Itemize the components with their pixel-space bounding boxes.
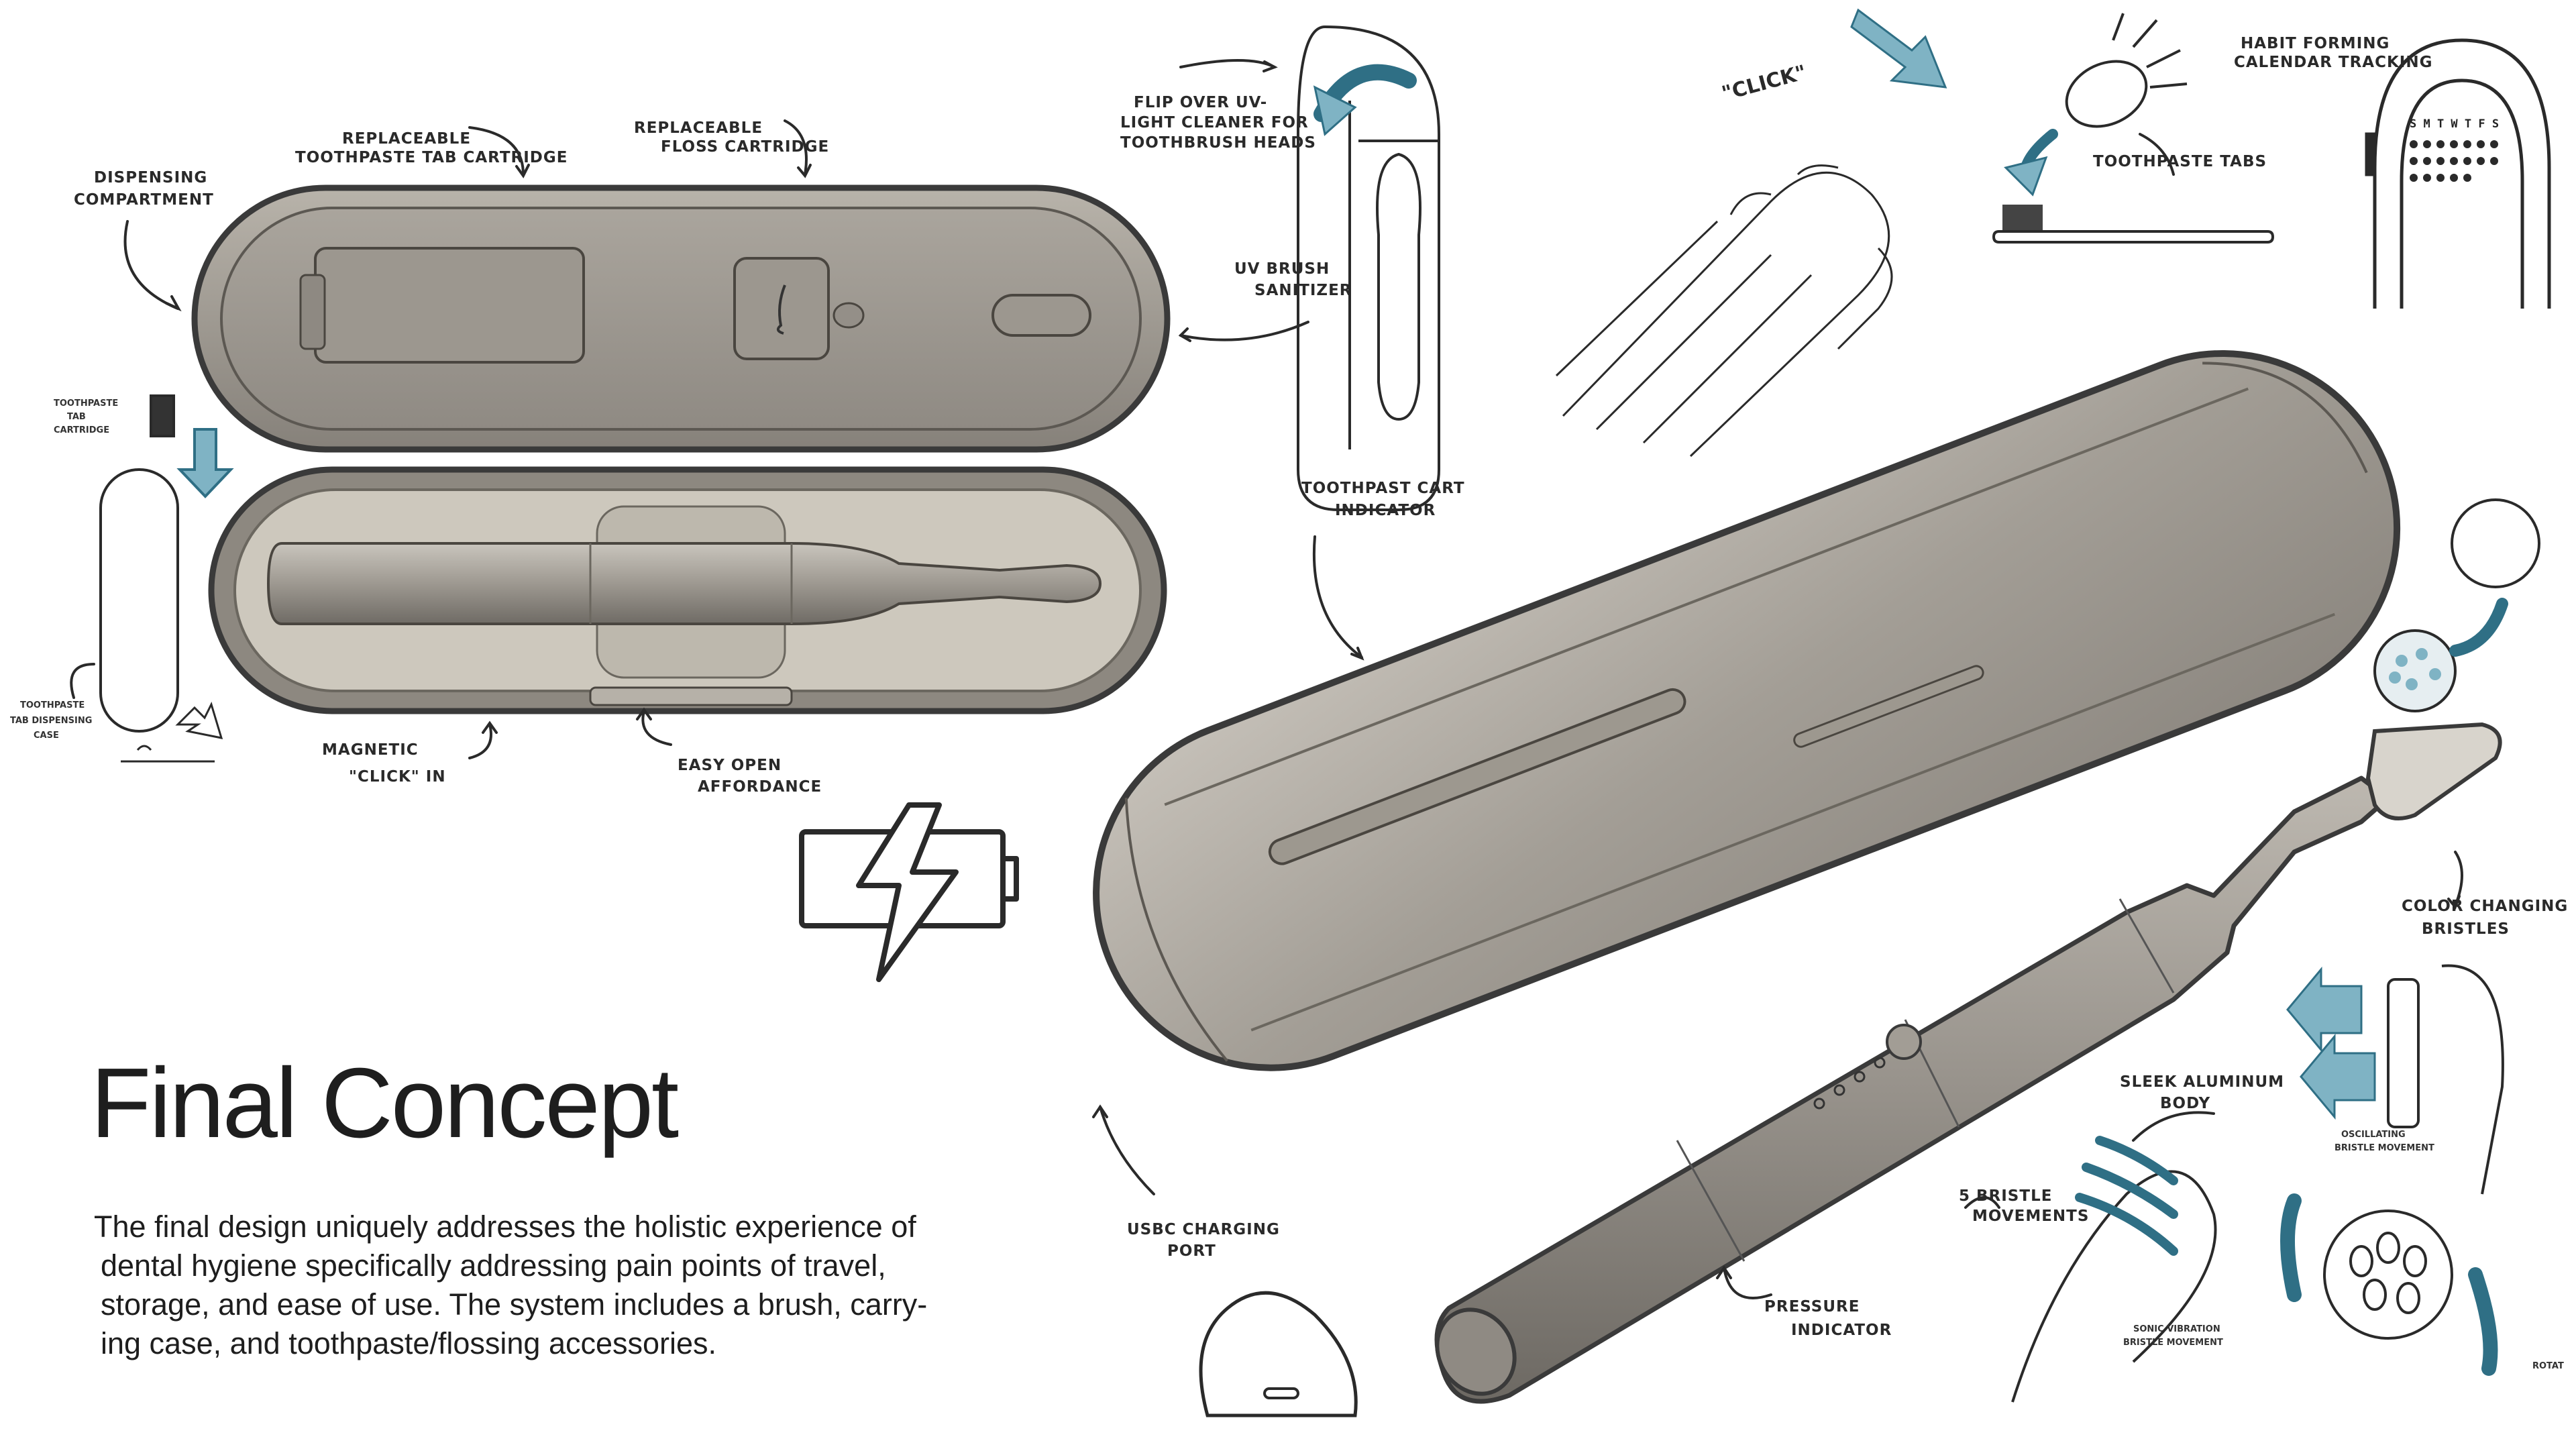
label-cart-indicator-2: INDICATOR [1335, 502, 1436, 519]
annotations: DISPENSING COMPARTMENT REPLACEABLE TOOTH… [10, 35, 2568, 1371]
label-flip-3: TOOTHBRUSH HEADS [1120, 134, 1316, 152]
calendar-tracking-sketch [2365, 38, 2551, 309]
bristle-inset-top [2373, 498, 2540, 712]
label-sonic-2: BRISTLE MOVEMENT [2123, 1338, 2223, 1348]
label-color-1: COLOR CHANGING [2402, 898, 2568, 915]
battery-charging-icon [799, 802, 1019, 982]
uv-sanitizer-sketch [1297, 25, 1440, 511]
label-tab-cartridge-3: CARTRIDGE [54, 425, 109, 435]
label-dispensing: DISPENSING [94, 169, 207, 186]
toothpaste-tabs-sketch [1992, 13, 2275, 244]
click-hand-sketch [1555, 8, 1947, 458]
label-usbc-1: USBC CHARGING [1127, 1221, 1280, 1238]
label-replaceable-tab: REPLACEABLE [342, 130, 471, 148]
label-uv-2: SANITIZER [1254, 282, 1352, 299]
label-habit-1: HABIT FORMING [2241, 35, 2390, 52]
label-tab-cartridge: TOOTHPASTE TAB CARTRIDGE [295, 149, 568, 166]
label-easy-1: EASY OPEN [678, 757, 782, 774]
description-line: The final design uniquely addresses the … [94, 1210, 916, 1244]
label-uv-1: UV BRUSH [1234, 260, 1330, 278]
label-flip-2: LIGHT CLEANER FOR [1120, 114, 1309, 131]
label-floss-cartridge: FLOSS CARTRIDGE [661, 138, 829, 156]
concept-description: The final design uniquely addresses the … [94, 1208, 1087, 1363]
label-dispense-case-2: TAB DISPENSING [10, 716, 92, 726]
label-toothpaste-tabs: TOOTHPASTE TABS [2093, 153, 2267, 170]
description-line: ing case, and toothpaste/flossing access… [101, 1326, 717, 1360]
case-lid-view [191, 184, 1171, 453]
label-sleek-1: SLEEK ALUMINUM [2120, 1073, 2284, 1091]
label-sleek-2: BODY [2160, 1095, 2210, 1112]
label-oscillating-2: BRISTLE MOVEMENT [2334, 1143, 2434, 1153]
sonic-bristles-inset [2011, 1136, 2217, 1403]
page-title: Final Concept [91, 1048, 679, 1159]
label-magnetic-2: "CLICK" IN [349, 768, 446, 786]
label-pressure-2: INDICATOR [1791, 1322, 1892, 1339]
label-click-quote: "CLICK" [1719, 61, 1809, 106]
label-five-2: MOVEMENTS [1972, 1208, 2089, 1225]
label-rotat: ROTAT [2532, 1361, 2564, 1371]
label-habit-2: CALENDAR TRACKING [2234, 54, 2433, 71]
label-dispense-case-3: CASE [34, 731, 59, 741]
label-cart-indicator-1: TOOTHPAST CART [1301, 480, 1465, 497]
usbc-port-sketch [1199, 1291, 1358, 1417]
label-compartment: COMPARTMENT [74, 191, 214, 209]
case-base-view [208, 466, 1167, 714]
description-line: dental hygiene specifically addressing p… [101, 1248, 886, 1283]
label-magnetic-1: MAGNETIC [322, 741, 419, 759]
label-replaceable-floss: REPLACEABLE [634, 119, 763, 137]
rotating-bristles-inset [2280, 1193, 2498, 1376]
label-color-2: BRISTLES [2422, 920, 2510, 938]
label-tab-cartridge-2: TAB [67, 412, 86, 422]
description-line: storage, and ease of use. The system inc… [101, 1287, 928, 1322]
label-easy-2: AFFORDANCE [698, 778, 822, 796]
dispenser-sketch [99, 394, 234, 763]
label-pressure-1: PRESSURE [1764, 1298, 1860, 1316]
label-tab-cartridge-1: TOOTHPASTE [54, 398, 118, 409]
color-bristles-inset [2286, 964, 2504, 1195]
label-usbc-2: PORT [1167, 1242, 1216, 1260]
toothbrush-render [1434, 722, 2502, 1404]
label-dispense-case-1: TOOTHPASTE [20, 700, 85, 710]
label-sonic-1: SONIC VIBRATION [2133, 1324, 2220, 1334]
closed-case-render [1093, 350, 2401, 1071]
calendar-dots [2410, 140, 2498, 182]
label-flip-1: FLIP OVER UV- [1134, 94, 1267, 111]
label-calendar-days: S M T W T F S [2410, 117, 2499, 131]
label-oscillating-1: OSCILLATING [2341, 1130, 2406, 1140]
label-five-1: 5 BRISTLE [1959, 1187, 2052, 1205]
leader-lines [70, 59, 2463, 1299]
